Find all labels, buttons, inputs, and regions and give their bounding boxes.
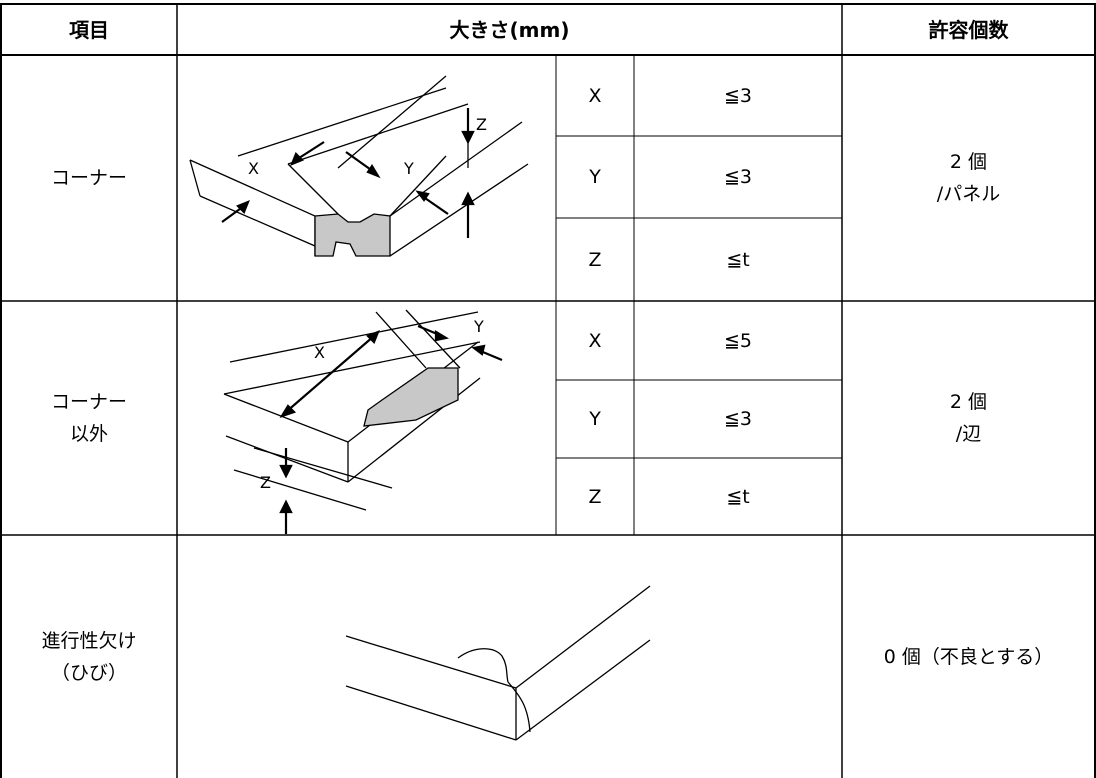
- fig1-label-x: X: [248, 159, 259, 178]
- row-corner-limit-z: ≦t: [726, 248, 750, 271]
- row-noncorner-allowable: 2 個 /辺: [842, 301, 1095, 535]
- row-corner-limit-x: ≦3: [723, 84, 752, 107]
- row-crack-item-line2: （ひび）: [50, 661, 127, 684]
- row-corner-allow-unit: /パネル: [936, 183, 1001, 205]
- header-item: 項目: [69, 17, 109, 42]
- row-crack-item: 進行性欠け （ひび）: [1, 535, 177, 778]
- row-noncorner-allow-unit: /辺: [955, 423, 982, 445]
- row-noncorner-item-line2: 以外: [69, 423, 108, 445]
- fig2-label-y: Y: [473, 317, 484, 336]
- row-noncorner-item: コーナー 以外: [1, 301, 177, 535]
- row-corner-axis-z: Z: [588, 248, 602, 271]
- row-corner-axis-x: X: [588, 84, 602, 107]
- progressive-crack-diagram: [345, 585, 651, 741]
- fig2-label-z: Z: [260, 473, 271, 492]
- row-crack-allowable: 0 個（不良とする）: [883, 645, 1054, 668]
- row-corner-item: コーナー: [50, 167, 127, 189]
- row-noncorner-axis-y: Y: [589, 408, 601, 430]
- row-corner-allowable: 2 個 /パネル: [842, 55, 1095, 301]
- row-noncorner-item-line1: コーナー: [50, 391, 127, 413]
- row-noncorner-allow-count: 2 個: [949, 391, 988, 413]
- row-crack-item-line1: 進行性欠け: [41, 629, 137, 652]
- row-noncorner-limit-x: ≦5: [723, 329, 752, 352]
- corner-chip-diagram: X Y Z: [189, 75, 529, 257]
- row-corner-limit-y: ≦3: [723, 166, 752, 188]
- fig1-label-y: Y: [403, 159, 414, 178]
- fig1-label-z: Z: [476, 115, 487, 134]
- row-noncorner-axis-z: Z: [588, 485, 602, 508]
- row-noncorner-axis-x: X: [588, 329, 602, 352]
- row-corner-axis-y: Y: [589, 166, 601, 188]
- row-corner-allow-count: 2 個: [949, 151, 988, 173]
- row-noncorner-limit-y: ≦3: [723, 408, 752, 430]
- row-noncorner-limit-z: ≦t: [726, 485, 750, 508]
- header-allowable-count: 許容個数: [928, 17, 1009, 42]
- header-size: 大きさ(mm): [449, 17, 570, 42]
- fig2-label-x: X: [314, 343, 325, 362]
- edge-chip-diagram: X Y Z: [223, 309, 503, 534]
